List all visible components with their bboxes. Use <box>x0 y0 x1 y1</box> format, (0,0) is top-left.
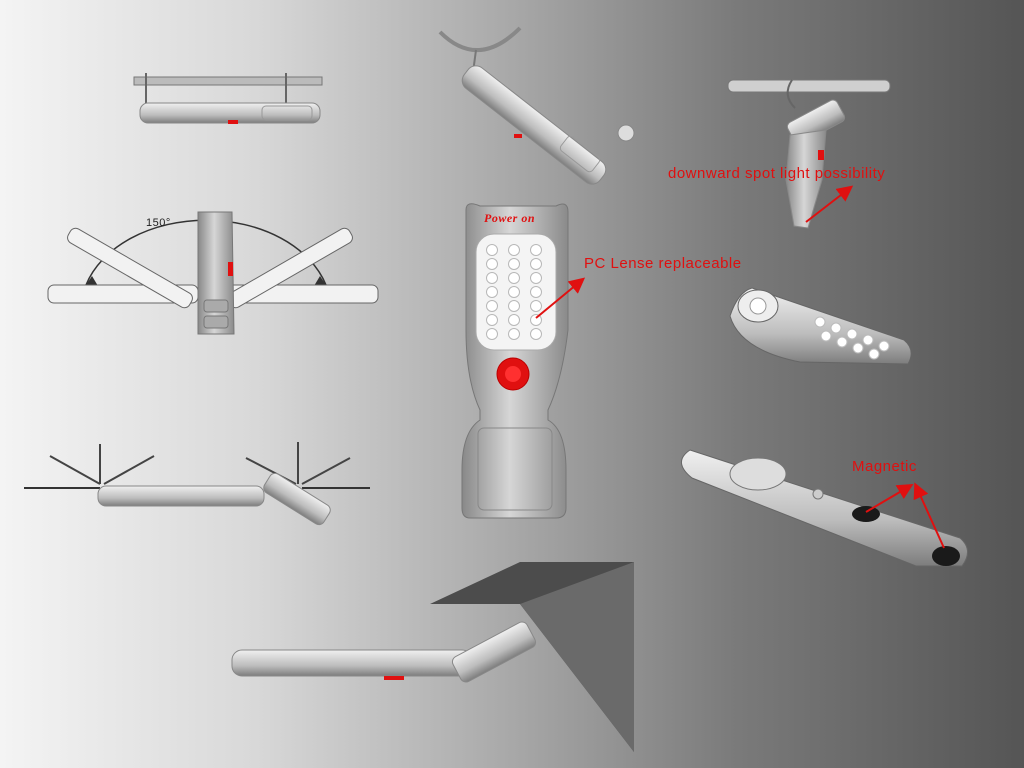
led-dot <box>508 328 520 340</box>
led-dot <box>508 258 520 270</box>
led-dot <box>530 314 542 326</box>
annotation-arrows <box>535 185 945 549</box>
led-dot <box>486 314 498 326</box>
pc-lens-label: PC Lense replaceable <box>584 255 742 272</box>
led-dot <box>530 286 542 298</box>
view-bar-hang <box>133 73 323 124</box>
led-dot <box>508 286 520 298</box>
view-hook-hang <box>438 26 635 185</box>
led-dot <box>486 328 498 340</box>
led-dot <box>530 328 542 340</box>
led-dot <box>508 244 520 256</box>
view-rotation-fan <box>47 211 379 335</box>
led-grid <box>486 244 542 340</box>
led-dot <box>508 300 520 312</box>
led-dot <box>486 258 498 270</box>
led-dot <box>486 244 498 256</box>
view-head-closeup <box>729 287 912 365</box>
magnetic-label: Magnetic <box>852 458 917 475</box>
led-dot <box>530 272 542 284</box>
view-side-fan <box>24 442 370 526</box>
view-bar-bent <box>727 79 891 229</box>
led-dot <box>486 286 498 298</box>
power-on-label: Power on <box>484 211 536 225</box>
led-dot <box>508 272 520 284</box>
led-dot <box>486 300 498 312</box>
led-dot <box>486 272 498 284</box>
angle-label: 150° <box>146 217 171 229</box>
led-dot <box>530 300 542 312</box>
led-dot <box>530 244 542 256</box>
led-dot <box>530 258 542 270</box>
view-magnetic-base <box>681 449 968 567</box>
led-dot <box>508 314 520 326</box>
spot-light-label: downward spot light possibility <box>668 165 886 182</box>
view-corner-placement <box>231 562 634 752</box>
